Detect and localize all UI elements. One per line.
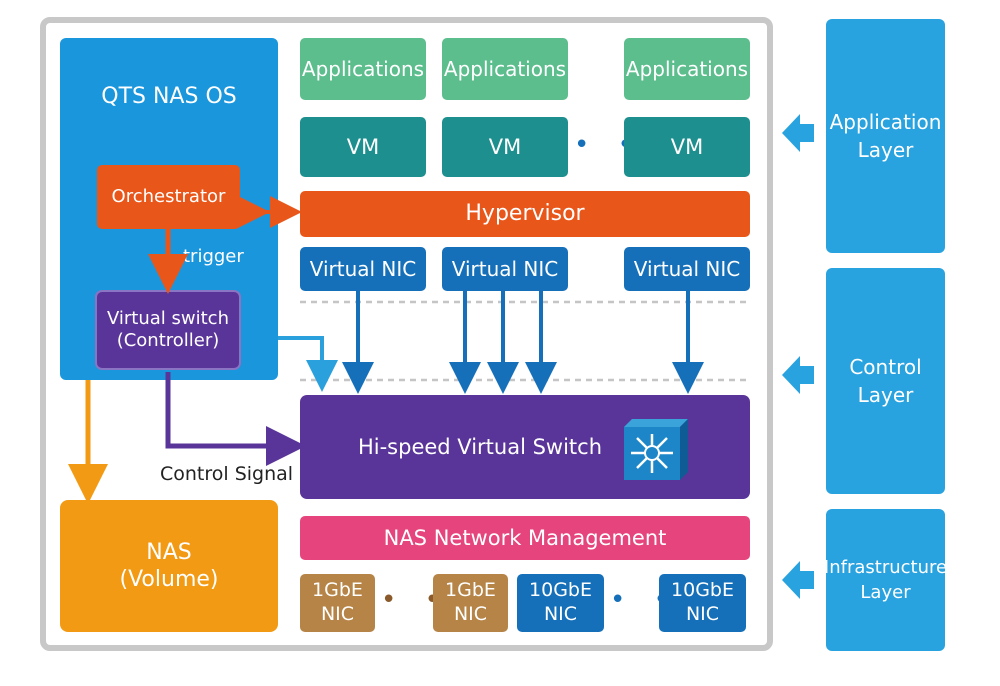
network-switch-icon [624, 419, 688, 480]
infrastructure-layer-pointer-icon [782, 561, 814, 599]
nic-label: NIC [453, 603, 488, 625]
vm-box-2: VM [442, 117, 568, 177]
control-layer-pointer-icon [782, 356, 814, 394]
layer-label: Infrastructure [823, 556, 948, 578]
qts-to-switch-connector [278, 336, 338, 392]
trigger-label: trigger [183, 246, 244, 267]
nic-speed-label: 10GbE [529, 579, 592, 602]
nic-label: NIC [543, 603, 578, 625]
nic-10gbe-2: 10GbE NIC [659, 574, 746, 632]
layer-label: Application [829, 110, 942, 134]
control-signal-connector [165, 372, 306, 466]
controller-label: (Controller) [116, 330, 220, 351]
nic-speed-label: 10GbE [671, 579, 734, 602]
infrastructure-layer-box: Infrastructure Layer [823, 509, 948, 651]
nas-volume-box: NAS (Volume) [60, 500, 278, 632]
vm-box-3: VM [624, 117, 750, 177]
virtual-nic-1: Virtual NIC [300, 247, 426, 291]
control-layer-box: Control Layer [826, 268, 945, 494]
nic-1gbe-1: 1GbE NIC [300, 574, 375, 632]
hypervisor-bar: Hypervisor [300, 191, 750, 237]
applications-box-2: Applications [442, 38, 568, 100]
virtual-switch-controller-box: Virtual switch (Controller) [95, 290, 241, 370]
layer-label: Layer [857, 383, 914, 407]
layer-label: Layer [860, 582, 911, 603]
applications-box-3: Applications [624, 38, 750, 100]
applications-box-1: Applications [300, 38, 426, 100]
nas-label: NAS [146, 539, 192, 565]
application-layer-box: Application Layer [826, 19, 945, 253]
vm-box-1: VM [300, 117, 426, 177]
nic-speed-label: 1GbE [312, 579, 363, 602]
application-layer-pointer-icon [782, 114, 814, 152]
virtual-nic-3: Virtual NIC [624, 247, 750, 291]
volume-label: (Volume) [119, 567, 219, 592]
virtual-switch-label: Virtual switch [106, 307, 229, 329]
control-signal-label: Control Signal [160, 463, 294, 485]
nic-speed-label: 1GbE [445, 579, 496, 602]
orchestrator-box: Orchestrator [97, 165, 240, 229]
nic-1gbe-2: 1GbE NIC [433, 574, 508, 632]
nic-label: NIC [685, 603, 720, 625]
nic-label: NIC [320, 603, 355, 625]
qts-nas-os-title: QTS NAS OS [101, 84, 237, 109]
layer-label: Layer [857, 138, 914, 162]
nas-network-management-bar: NAS Network Management [300, 516, 750, 560]
nic-10gbe-1: 10GbE NIC [517, 574, 604, 632]
hi-speed-switch-label: Hi-speed Virtual Switch [357, 434, 603, 459]
layer-label: Control [849, 355, 922, 379]
virtual-nic-2: Virtual NIC [442, 247, 568, 291]
